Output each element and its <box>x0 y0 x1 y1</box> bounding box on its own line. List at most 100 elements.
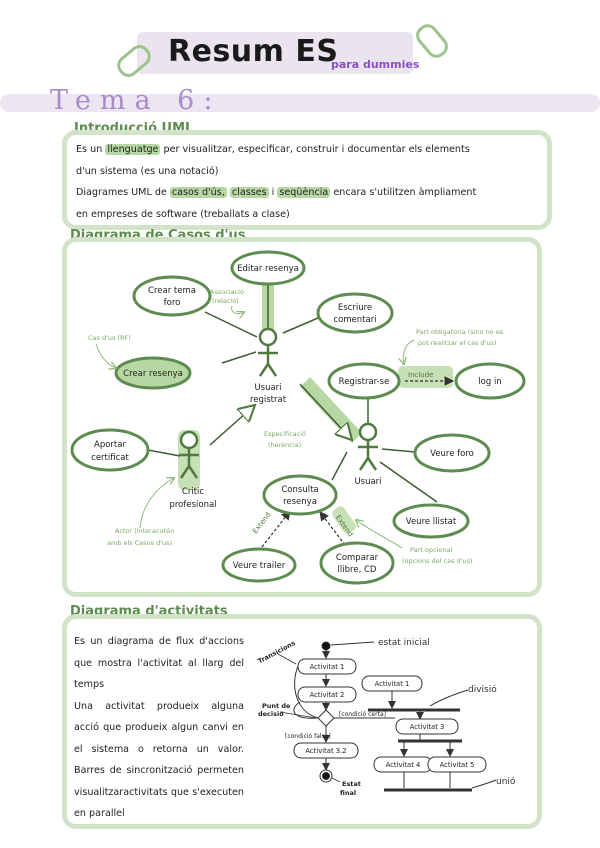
note-text: (relació) <box>212 297 239 305</box>
actor-usuari-icon <box>358 422 378 471</box>
activity-node <box>395 718 459 735</box>
activity-label: Activitat 3.2 <box>305 747 346 755</box>
text: i <box>271 187 275 198</box>
usecase-label: Veure foro <box>430 449 474 459</box>
activity-label: Activitat 1 <box>310 663 345 671</box>
pointer-line <box>331 777 341 783</box>
usecase-label: Registrar-se <box>339 377 390 387</box>
usecase-editar-resenya <box>230 250 306 286</box>
topic-band <box>0 94 600 112</box>
note-text: Actor (interacutén <box>115 527 174 535</box>
note-arrow <box>95 343 116 368</box>
usecase-label: Aportar <box>94 440 126 450</box>
note-text: amb els Casos d'us) <box>107 539 172 547</box>
decision-node <box>317 709 335 727</box>
activity-label: Activitat 1 <box>375 680 410 688</box>
note-arrow <box>356 520 403 549</box>
text: en empreses de software (treballats a cl… <box>76 208 290 220</box>
assoc-line <box>331 451 348 481</box>
title-highlight <box>137 32 413 74</box>
actor-label: profesional <box>169 500 216 510</box>
text: d'un sistema (es una notació) <box>76 165 219 177</box>
usecase-consulta-resenya <box>262 474 338 516</box>
highlight-sequencia: seqüència <box>277 187 331 198</box>
note-text: Part opcional <box>410 546 452 554</box>
text: Es un <box>76 144 103 155</box>
intro-text: Es un llenguatge per visualitzar, especi… <box>76 139 532 225</box>
include-highlight <box>398 366 453 388</box>
usecase-veure-llistat <box>392 503 470 539</box>
actor-critic-icon <box>179 430 199 479</box>
topic-title: Tema 6: <box>50 85 222 116</box>
note-text: Especificació <box>264 430 306 438</box>
usecase-crear-tema <box>132 275 212 317</box>
include-label: Include <box>408 371 433 379</box>
annotation: Punt de <box>262 702 291 710</box>
usecase-label: comentari <box>333 315 376 325</box>
assoc-line <box>221 351 257 364</box>
activity-panel <box>62 614 542 829</box>
pointer-line <box>279 711 317 719</box>
note-text: (opcions del cas d'us) <box>402 557 473 565</box>
annotation: unió <box>496 776 516 787</box>
usecase-aportar-certificat <box>70 428 150 472</box>
usecase-label: certificat <box>91 453 129 463</box>
assoc-line <box>282 317 319 334</box>
activity-label: Activitat 4 <box>386 761 421 769</box>
pointer-line <box>330 641 375 646</box>
usecase-label: Crear resenya <box>123 369 183 379</box>
intro-panel <box>62 130 552 230</box>
loop-transition <box>294 665 319 719</box>
guard-label: [condició falsa] <box>285 733 331 740</box>
generalization-arrow <box>209 405 255 446</box>
annotation: divisió <box>468 684 497 695</box>
loop-transition <box>293 701 319 719</box>
actor-label: Usuari <box>354 477 381 487</box>
usecase-label: llibre, CD <box>338 565 377 575</box>
assoc-line <box>147 449 181 457</box>
usecase-login <box>454 362 526 400</box>
generalization-arrow <box>299 383 352 440</box>
pointer-line <box>277 653 297 665</box>
assoc-line <box>204 311 258 338</box>
page-title: Resum ES <box>168 34 339 69</box>
usecase-crear-resenya <box>114 356 192 390</box>
usecase-label: Escriure <box>338 303 372 313</box>
usecase-label: Comparar <box>336 553 379 563</box>
activity-text: Es un diagrama de flux d'accions que mos… <box>74 631 244 825</box>
activity-label: Activitat 3 <box>410 723 445 731</box>
activity-node <box>297 686 357 703</box>
annotation: final <box>340 789 356 797</box>
usecase-label: Veure llistat <box>406 517 457 527</box>
guard-label: [condició certa] <box>339 711 386 718</box>
highlight-classes: classes <box>229 187 269 198</box>
usecase-label: Consulta <box>281 485 318 495</box>
note-arrow <box>231 305 244 314</box>
usecase-escriure-comentari <box>316 292 394 334</box>
activity-label: Activitat 2 <box>310 691 345 699</box>
assoc-line <box>381 448 416 453</box>
note-text: Part obligatoria (sino no es <box>416 328 504 336</box>
text: per visualitzar, especificar, construir … <box>163 144 470 155</box>
initial-state-icon <box>321 641 331 651</box>
note-text: (herència) <box>268 441 301 449</box>
usecase-comparar <box>319 541 395 585</box>
text: Diagrames UML de <box>76 187 167 198</box>
note-arrow <box>403 339 415 364</box>
usecase-label: foro <box>164 298 181 308</box>
note-text: Associació <box>210 288 244 296</box>
page-subtitle: para dummies <box>331 58 420 71</box>
usecase-label: Crear tema <box>148 286 196 296</box>
note-text: pot realitzar el cas d'us) <box>418 339 496 347</box>
usecase-veure-trailer <box>221 547 297 583</box>
usecase-registrar <box>327 362 401 400</box>
usecase-label: Editar resenya <box>237 264 299 274</box>
actor-usuari-registrat-icon <box>258 327 278 377</box>
pointer-line <box>429 689 469 707</box>
annotation: Estat <box>342 780 361 788</box>
activity-label: Activitat 5 <box>440 761 475 769</box>
usecase-label: Veure trailer <box>233 561 286 571</box>
note-text: Cas d'us (RF) <box>88 334 131 342</box>
activity-node <box>427 756 487 773</box>
